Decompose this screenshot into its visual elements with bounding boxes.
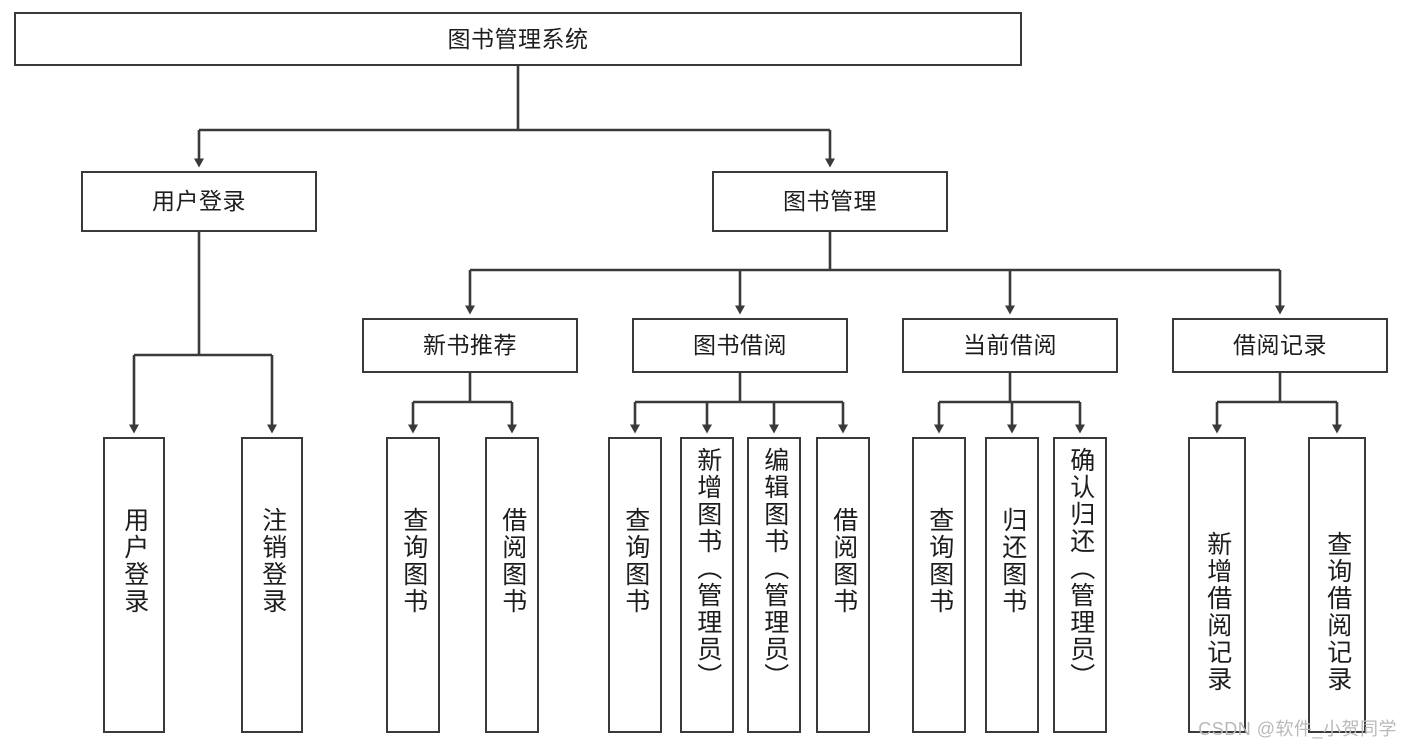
node-leaf-query-record[interactable]: 查询借阅记录 xyxy=(1308,437,1366,733)
node-leaf-query-record-label: 查询借阅记录 xyxy=(1323,531,1352,693)
node-leaf-borrow-book-2-label: 借阅图书 xyxy=(829,507,858,615)
node-leaf-add-book[interactable]: 新增图书（管理员） xyxy=(680,437,734,733)
node-leaf-logout-label: 注销登录 xyxy=(258,507,287,615)
node-leaf-return-book[interactable]: 归还图书 xyxy=(985,437,1039,733)
node-leaf-query-book-2-label: 查询图书 xyxy=(621,507,650,615)
node-book-manage[interactable]: 图书管理 xyxy=(712,171,948,232)
node-leaf-edit-book[interactable]: 编辑图书（管理员） xyxy=(747,437,801,733)
node-leaf-edit-book-label: 编辑图书（管理员） xyxy=(760,447,789,690)
node-leaf-logout[interactable]: 注销登录 xyxy=(241,437,303,733)
node-leaf-user-login-label: 用户登录 xyxy=(120,507,149,615)
node-leaf-add-record[interactable]: 新增借阅记录 xyxy=(1188,437,1246,733)
node-leaf-borrow-book-2[interactable]: 借阅图书 xyxy=(816,437,870,733)
node-leaf-add-book-label: 新增图书（管理员） xyxy=(693,447,722,690)
node-book-manage-label: 图书管理 xyxy=(783,188,877,215)
node-leaf-add-record-label: 新增借阅记录 xyxy=(1203,531,1232,693)
node-leaf-query-book-3[interactable]: 查询图书 xyxy=(912,437,966,733)
node-leaf-borrow-book-1[interactable]: 借阅图书 xyxy=(485,437,539,733)
node-book-borrow-label: 图书借阅 xyxy=(693,332,787,359)
csdn-watermark: CSDN @软件_小贺同学 xyxy=(1198,719,1397,739)
node-leaf-user-login[interactable]: 用户登录 xyxy=(103,437,165,733)
node-borrow-record-label: 借阅记录 xyxy=(1233,332,1327,359)
node-root-label: 图书管理系统 xyxy=(447,25,589,52)
node-leaf-return-book-label: 归还图书 xyxy=(998,507,1027,615)
node-user-login[interactable]: 用户登录 xyxy=(81,171,317,232)
node-leaf-confirm-return[interactable]: 确认归还（管理员） xyxy=(1053,437,1107,733)
node-book-borrow[interactable]: 图书借阅 xyxy=(632,318,848,373)
node-leaf-query-book-2[interactable]: 查询图书 xyxy=(608,437,662,733)
node-user-login-label: 用户登录 xyxy=(152,188,246,215)
node-borrow-record[interactable]: 借阅记录 xyxy=(1172,318,1388,373)
node-leaf-query-book-3-label: 查询图书 xyxy=(925,507,954,615)
node-leaf-borrow-book-1-label: 借阅图书 xyxy=(498,507,527,615)
node-current-borrow-label: 当前借阅 xyxy=(963,332,1057,359)
node-leaf-confirm-return-label: 确认归还（管理员） xyxy=(1066,447,1095,690)
node-leaf-query-book-1[interactable]: 查询图书 xyxy=(386,437,440,733)
node-leaf-query-book-1-label: 查询图书 xyxy=(399,507,428,615)
node-new-book-rec[interactable]: 新书推荐 xyxy=(362,318,578,373)
node-current-borrow[interactable]: 当前借阅 xyxy=(902,318,1118,373)
node-root[interactable]: 图书管理系统 xyxy=(14,12,1022,66)
node-new-book-rec-label: 新书推荐 xyxy=(423,332,517,359)
